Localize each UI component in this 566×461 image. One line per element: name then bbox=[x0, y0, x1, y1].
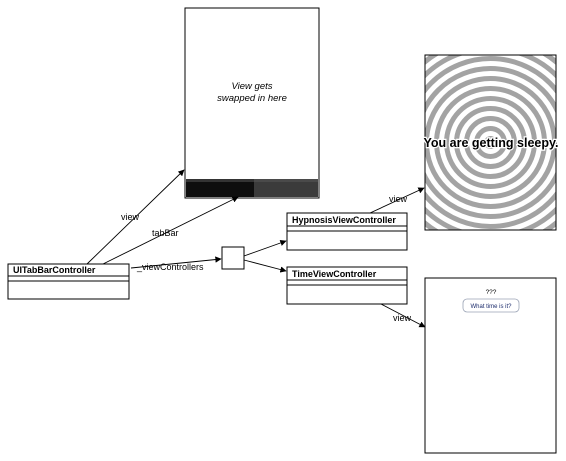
relationship-arrows bbox=[86, 169, 426, 328]
hypnosis-view-relation-label: view bbox=[389, 194, 408, 204]
tabbar-arrow bbox=[102, 196, 239, 265]
ring bbox=[464, 116, 517, 169]
concentric-rings bbox=[425, 55, 556, 230]
what-time-button[interactable]: What time is it? bbox=[462, 298, 520, 313]
hypnosis-view-screen: You are getting sleepy. bbox=[422, 54, 560, 231]
ring bbox=[454, 106, 527, 179]
tab-bar-segment-left bbox=[186, 179, 254, 197]
ring bbox=[434, 86, 547, 199]
window-text-line1: View gets bbox=[231, 81, 272, 92]
array-to-hypnosis-arrow bbox=[243, 239, 287, 257]
time-view-relation-label: view bbox=[393, 313, 412, 323]
uitabbarcontroller-title: UITabBarController bbox=[13, 265, 96, 275]
tabbar-relation-label: tabBar bbox=[152, 228, 179, 238]
ring bbox=[444, 96, 537, 189]
viewcontrollers-arrow bbox=[130, 256, 222, 269]
view-relation-label: view bbox=[121, 212, 140, 222]
window-text-line2: swapped in here bbox=[217, 93, 287, 104]
time-view-screen: ??? What time is it? bbox=[424, 277, 557, 454]
ring bbox=[425, 56, 556, 229]
tab-bar bbox=[186, 179, 318, 197]
hypnosis-view-arrow bbox=[369, 187, 425, 214]
hypnosisviewcontroller-class: HypnosisViewController bbox=[286, 212, 408, 251]
tab-bar-segment-right bbox=[254, 179, 318, 197]
ring bbox=[425, 76, 556, 209]
hypnosis-text: You are getting sleepy. bbox=[424, 136, 559, 150]
what-time-button-label: What time is it? bbox=[470, 304, 512, 310]
timeviewcontroller-title: TimeViewController bbox=[292, 269, 377, 279]
time-label: ??? bbox=[486, 289, 497, 296]
hypnosisviewcontroller-title: HypnosisViewController bbox=[292, 215, 396, 225]
uitabbarcontroller-class: UITabBarController bbox=[7, 263, 130, 300]
ring bbox=[484, 136, 497, 149]
ring bbox=[474, 126, 507, 159]
view-arrow bbox=[86, 169, 185, 265]
tab-bar-window: View gets swapped in here bbox=[184, 7, 320, 199]
array-to-time-arrow bbox=[243, 259, 287, 273]
viewcontrollers-array-box bbox=[221, 246, 245, 270]
time-view-arrow bbox=[380, 303, 426, 328]
ring bbox=[425, 66, 556, 219]
timeviewcontroller-class: TimeViewController bbox=[286, 266, 408, 305]
viewcontrollers-relation-label: _viewControllers bbox=[136, 262, 204, 272]
